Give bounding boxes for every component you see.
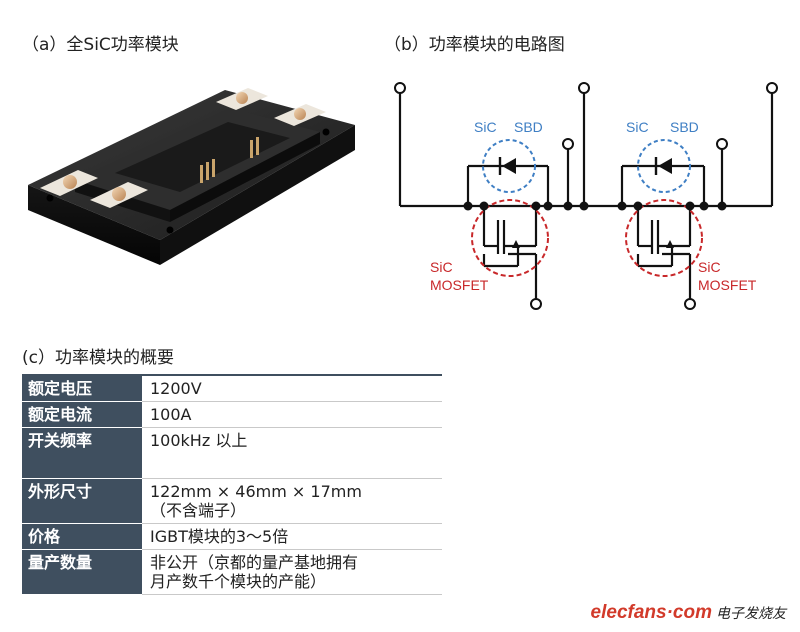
spec-row: 开关频率 100kHz 以上 [22, 427, 442, 479]
watermark-cn: 电子发烧友 [716, 606, 786, 622]
spec-row: 外形尺寸 122mm × 46mm × 17mm （不含端子） [22, 478, 442, 524]
mosfet-sic-label-left: SiC [430, 259, 453, 275]
spec-key: 外形尺寸 [22, 478, 142, 524]
spec-row: 额定电压 1200V [22, 374, 442, 402]
photo-section-title: （a）全SiC功率模块 [22, 35, 179, 55]
circuit-diagram: SiC SBD SiC SBD SiC MOSFET SiC MOSFET [394, 82, 778, 310]
mosfet-label-left: MOSFET [430, 277, 489, 293]
spec-value: 122mm × 46mm × 17mm （不含端子） [142, 478, 442, 524]
spec-key: 量产数量 [22, 549, 142, 595]
spec-table: 额定电压 1200V 额定电流 100A 开关频率 100kHz 以上 外形尺寸… [22, 374, 442, 595]
spec-value: IGBT模块的3～5倍 [142, 523, 442, 550]
sic-module-photo [28, 88, 355, 265]
spec-row: 额定电流 100A [22, 401, 442, 428]
spec-key: 额定电流 [22, 401, 142, 428]
junction-dots [463, 201, 727, 211]
terminal-circles [394, 82, 778, 310]
spec-row: 量产数量 非公开（京都的量产基地拥有 月产数千个模块的产能） [22, 549, 442, 595]
sic-label-right: SiC [626, 119, 649, 135]
spec-value: 100A [142, 401, 442, 428]
spec-key: 额定电压 [22, 374, 142, 402]
spec-value: 100kHz 以上 [142, 427, 442, 479]
spec-value: 非公开（京都的量产基地拥有 月产数千个模块的产能） [142, 549, 442, 595]
sic-label-left: SiC [474, 119, 497, 135]
mosfet-label-right: MOSFET [698, 277, 757, 293]
spec-key: 价格 [22, 523, 142, 550]
mosfet-highlight-right [625, 199, 703, 277]
sbd-diode-right [654, 157, 672, 175]
sbd-highlight-left [482, 139, 536, 193]
sbd-diode-left [498, 157, 516, 175]
terminal-tabs [40, 88, 326, 208]
spec-row: 价格 IGBT模块的3～5倍 [22, 523, 442, 550]
spec-value: 1200V [142, 374, 442, 402]
spec-key: 开关频率 [22, 427, 142, 479]
watermark-brand: elecfans·com [590, 602, 712, 623]
sbd-label-right: SBD [670, 119, 699, 135]
spec-section-title: (c）功率模块的概要 [22, 348, 174, 368]
circuit-section-title: （b）功率模块的电路图 [384, 35, 565, 55]
sbd-label-left: SBD [514, 119, 543, 135]
mosfet-sic-label-right: SiC [698, 259, 721, 275]
mosfet-highlight-left [471, 199, 549, 277]
sbd-highlight-right [637, 139, 691, 193]
